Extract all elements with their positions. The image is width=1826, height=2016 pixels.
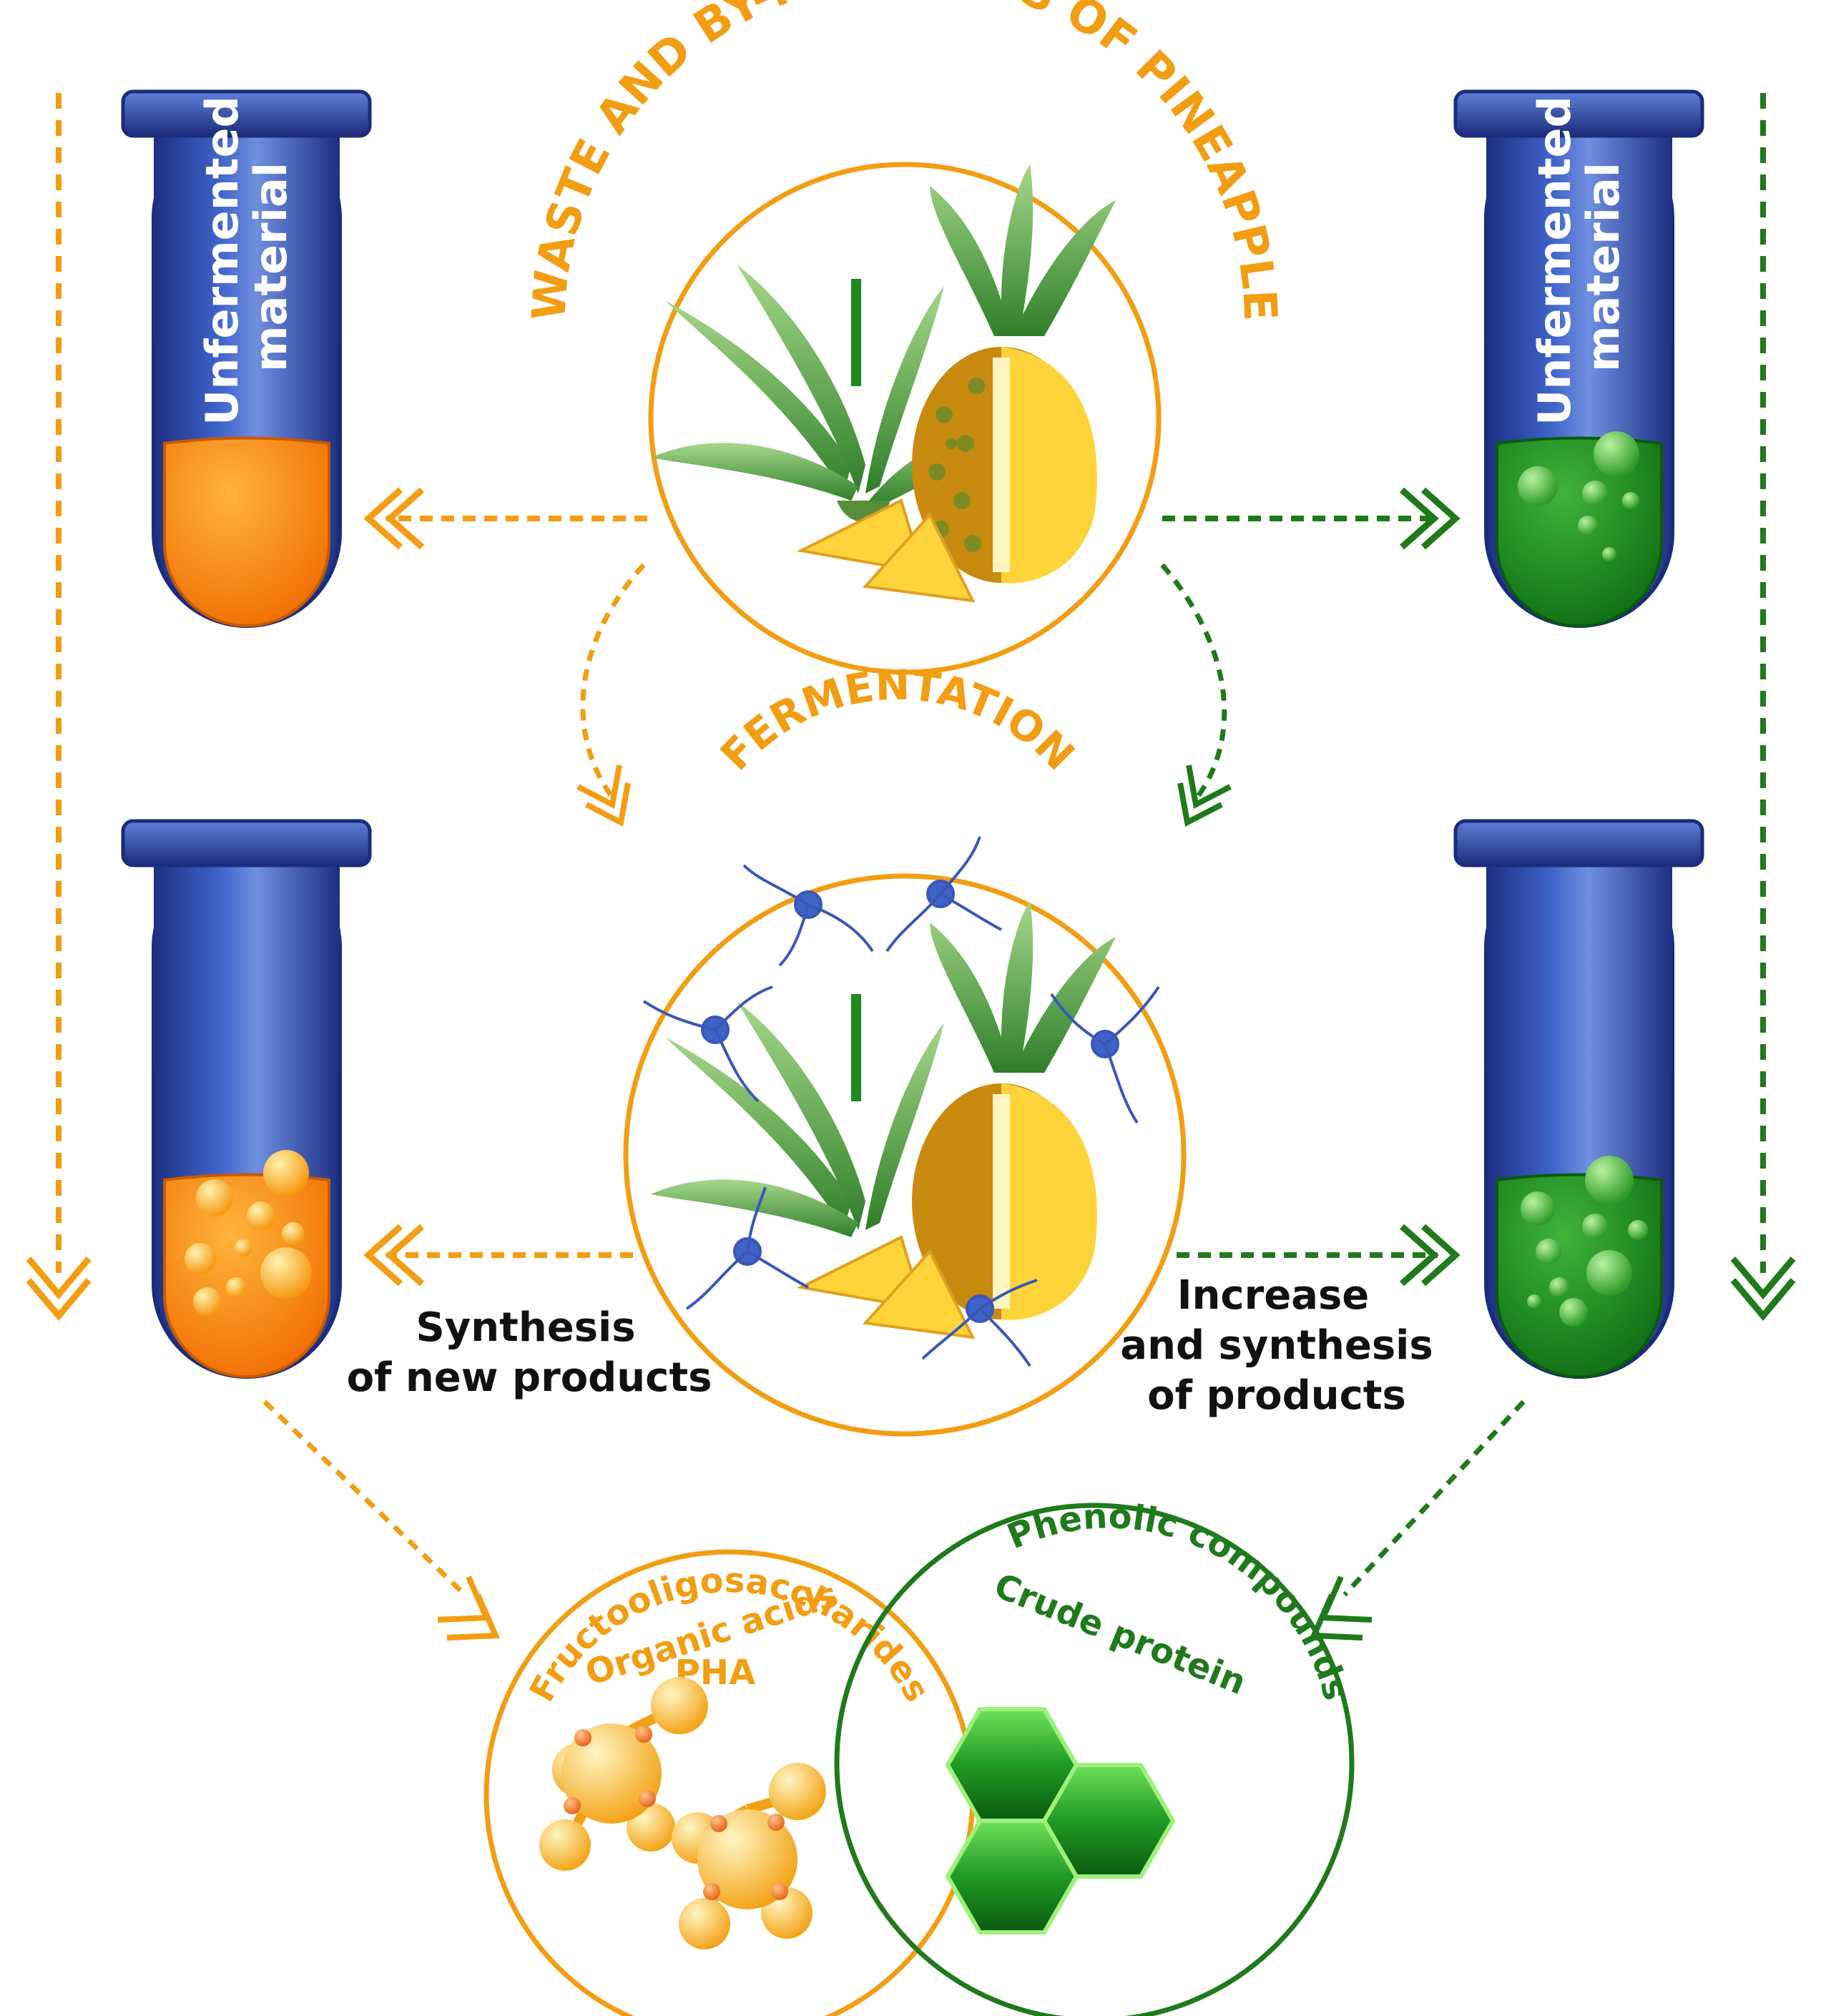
arrow-fermentation-to-left-tube xyxy=(363,1224,633,1287)
test-tube-bottom-right xyxy=(1453,819,1704,1379)
title-fermentation: FERMENTATION xyxy=(711,661,1084,780)
arrow-left-tube-to-orange-products xyxy=(262,1400,501,1641)
tube-top-left-line2: material xyxy=(245,162,297,372)
arrow-fermentation-to-right-tube xyxy=(1177,1224,1461,1287)
caption-right-line2: and synthesis xyxy=(1120,1322,1433,1369)
pineapple-plant-icon-fermented xyxy=(651,994,944,1237)
fermentation-circle xyxy=(623,836,1187,1437)
right-vertical-arrow xyxy=(1730,93,1796,1321)
arrow-right-tube-to-green-products xyxy=(1309,1400,1526,1641)
bubbles-green-top xyxy=(1518,431,1639,561)
pineapple-fruit-icon-fermented xyxy=(796,901,1116,1339)
green-products-circle: Phenolic compounds Crude protein xyxy=(834,1496,1356,2016)
caption-left-line2: of new products xyxy=(347,1354,712,1401)
left-vertical-arrow xyxy=(26,93,92,1321)
arrow-curve-right-to-fermentation xyxy=(1160,563,1232,827)
molecule-icon-2 xyxy=(672,1763,826,1949)
caption-right-line3: of products xyxy=(1147,1372,1406,1419)
arrow-curve-left-to-fermentation xyxy=(576,563,646,827)
bubbles-orange xyxy=(185,1150,312,1316)
hexagon-molecule-icon xyxy=(945,1707,1176,1934)
microorganism-icons xyxy=(642,836,1160,1367)
pineapple-waste-circle xyxy=(648,162,1162,675)
tube-top-left-line1: Unfermented xyxy=(196,96,248,426)
caption-left-line1: Synthesis xyxy=(416,1304,635,1351)
pineapple-fruit-icon xyxy=(796,164,1116,603)
caption-right-line1: Increase xyxy=(1177,1272,1370,1319)
test-tube-bottom-left xyxy=(121,819,372,1379)
arrow-top-circle-to-left-tube xyxy=(363,487,647,550)
bubbles-green-bottom xyxy=(1521,1156,1648,1327)
molecule-icon-1 xyxy=(539,1677,708,1871)
caption-right: Increase and synthesis of products xyxy=(1120,1272,1433,1419)
caption-left: Synthesis of new products xyxy=(347,1304,712,1401)
tube-top-right-line1: Unfermented xyxy=(1528,96,1581,426)
arrow-top-circle-to-right-tube xyxy=(1162,487,1461,550)
test-tube-top-left: Unfermented material xyxy=(121,89,372,628)
test-tube-top-right: Unfermented material xyxy=(1453,89,1704,628)
tube-top-right-line2: material xyxy=(1577,162,1629,372)
